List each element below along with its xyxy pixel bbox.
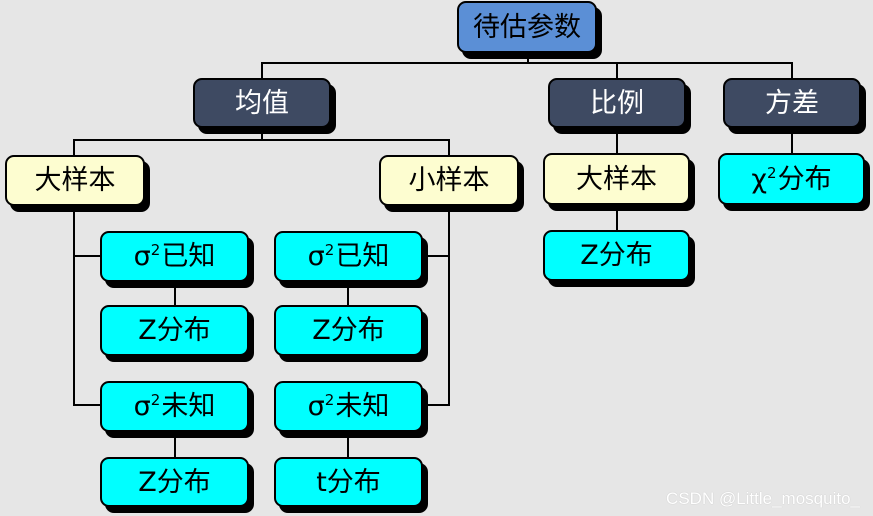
unknown-label: 未知 [335, 391, 390, 422]
superscript-two: 2 [324, 241, 335, 259]
node-mean: 均值 [193, 78, 331, 128]
unknown-label: 未知 [161, 391, 216, 422]
proportion-large-sample-label: 大样本 [576, 163, 657, 195]
node-mean-large-sample: 大样本 [5, 155, 145, 206]
variance-label: 方差 [765, 87, 819, 119]
node-large-known-z-distribution: Z分布 [100, 305, 249, 356]
distribution-label: Z分布 [580, 240, 653, 271]
mean-large-sample-label: 大样本 [34, 165, 116, 196]
distribution-label: Z分布 [312, 315, 385, 346]
known-label: 已知 [161, 241, 216, 272]
node-proportion-large-sample: 大样本 [543, 153, 690, 205]
root-node-parameter-to-estimate: 待估参数 [457, 1, 597, 53]
sigma-symbol: σ [133, 241, 151, 272]
known-label: 已知 [335, 241, 390, 272]
chi-symbol: χ [751, 163, 768, 195]
sigma-symbol: σ [133, 391, 151, 422]
mean-label: 均值 [235, 87, 289, 119]
connector-level1-bus [261, 62, 793, 78]
distribution-label: Z分布 [138, 466, 211, 498]
distribution-label: 分布 [777, 163, 832, 195]
node-large-unknown-z-distribution: Z分布 [100, 457, 249, 507]
node-small-unknown-t-distribution: t分布 [274, 457, 423, 507]
superscript-two: 2 [150, 391, 161, 409]
node-proportion: 比例 [548, 78, 686, 128]
sigma-symbol: σ [307, 391, 325, 422]
superscript-two: 2 [324, 391, 335, 409]
distribution-label: Z分布 [138, 315, 211, 346]
superscript-two: 2 [150, 241, 161, 259]
connector-small-sample-trunk [424, 205, 450, 406]
distribution-label: t分布 [316, 466, 381, 498]
mean-small-sample-label: 小样本 [408, 165, 490, 196]
connector-mean-bus [73, 139, 450, 155]
proportion-label: 比例 [590, 87, 644, 119]
node-mean-small-sample: 小样本 [379, 155, 519, 206]
watermark: CSDN @Little_mosquito_ [666, 489, 860, 508]
node-variance: 方差 [723, 78, 861, 128]
sigma-symbol: σ [307, 241, 325, 272]
superscript-two: 2 [767, 163, 777, 182]
node-proportion-z-distribution: Z分布 [543, 230, 690, 281]
node-small-known-z-distribution: Z分布 [274, 305, 423, 356]
connector-large-sample-trunk [73, 205, 100, 406]
root-label: 待估参数 [473, 11, 581, 43]
